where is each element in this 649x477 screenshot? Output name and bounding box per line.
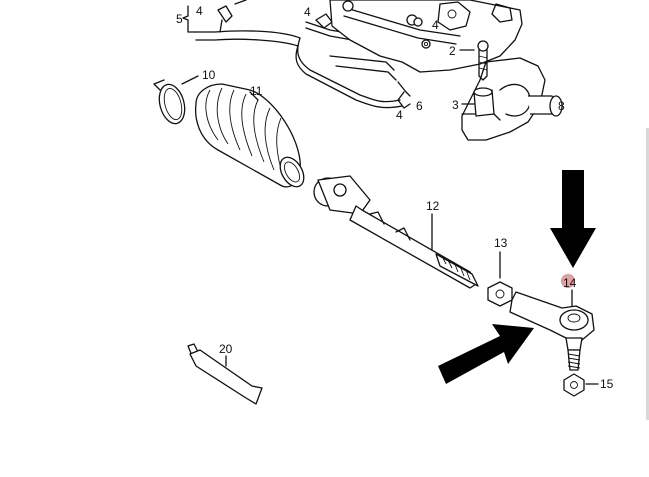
scrollbar-track[interactable] bbox=[646, 128, 649, 420]
part-2-bolt bbox=[459, 40, 489, 81]
callout-14: 14 bbox=[563, 276, 577, 290]
part-13-nut bbox=[487, 251, 513, 307]
callout-4-washer: 4 bbox=[432, 18, 439, 32]
part-14-tie-rod-end bbox=[509, 289, 595, 371]
callout-13: 13 bbox=[494, 236, 508, 250]
callout-12: 12 bbox=[426, 199, 440, 213]
part-10-clamp bbox=[153, 75, 199, 125]
callout-8: 8 bbox=[558, 99, 565, 113]
callout-4-top-left: 4 bbox=[196, 4, 203, 18]
callout-20: 20 bbox=[219, 342, 233, 356]
part-11-boot bbox=[194, 83, 305, 188]
arrow-diagonal bbox=[438, 324, 534, 384]
callout-3: 3 bbox=[452, 98, 459, 112]
bracket-left bbox=[182, 0, 301, 47]
part-20-grease-tube bbox=[187, 343, 263, 405]
callout-5: 5 bbox=[176, 12, 183, 26]
callout-15: 15 bbox=[600, 377, 614, 391]
arrow-down bbox=[550, 170, 596, 268]
callout-10: 10 bbox=[202, 68, 216, 82]
callout-4-lower: 4 bbox=[396, 108, 403, 122]
callout-6: 6 bbox=[416, 99, 423, 113]
callout-11: 11 bbox=[250, 84, 263, 98]
callout-4-top: 4 bbox=[304, 5, 311, 19]
washers-4 bbox=[413, 17, 431, 49]
part-12-tie-rod bbox=[313, 175, 479, 289]
gear-housing bbox=[329, 0, 563, 141]
highlight-marker bbox=[561, 274, 575, 288]
callout-2: 2 bbox=[449, 44, 456, 58]
part-15-nut bbox=[563, 373, 599, 397]
part-3-fitting bbox=[461, 87, 495, 117]
